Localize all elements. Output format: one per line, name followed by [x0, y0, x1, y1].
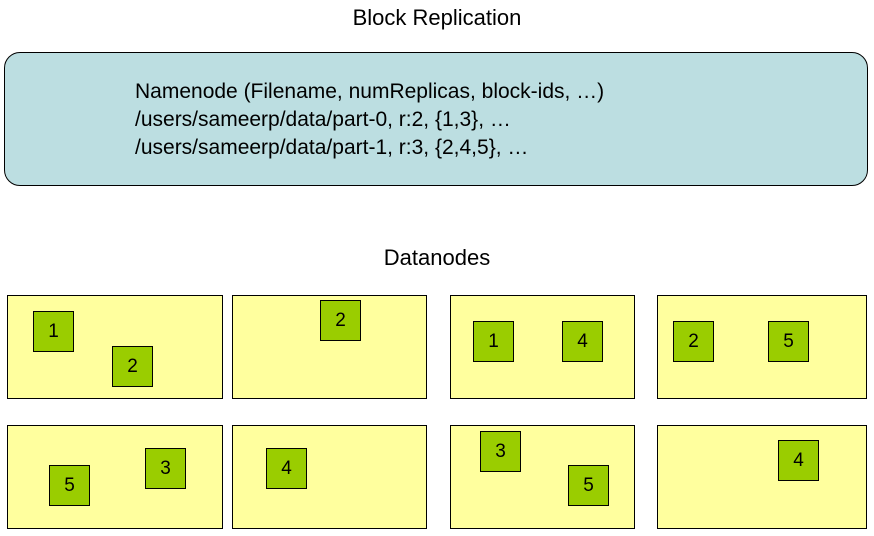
namenode-metadata-text: Namenode (Filename, numReplicas, block-i…	[135, 78, 604, 162]
namenode-line-1: Namenode (Filename, numReplicas, block-i…	[135, 80, 605, 103]
datanode-5	[7, 425, 223, 529]
data-block: 5	[568, 465, 609, 506]
data-block: 2	[112, 346, 153, 387]
datanode-8	[657, 425, 867, 529]
data-block: 2	[673, 321, 714, 362]
data-block: 5	[49, 465, 90, 506]
data-block: 4	[562, 321, 603, 362]
namenode-line-3: /users/sameerp/data/part-1, r:3, {2,4,5}…	[135, 136, 529, 159]
namenode-line-2: /users/sameerp/data/part-0, r:2, {1,3}, …	[135, 108, 511, 131]
data-block: 2	[320, 300, 361, 341]
data-block: 4	[266, 448, 307, 489]
data-block: 4	[778, 440, 819, 481]
page-title: Block Replication	[352, 5, 522, 30]
data-block: 3	[480, 431, 521, 472]
datanodes-section-label: Datanodes	[383, 245, 491, 270]
data-block: 5	[768, 321, 809, 362]
datanode-6	[232, 425, 427, 529]
data-block: 3	[145, 448, 186, 489]
data-block: 1	[33, 311, 74, 352]
data-block: 1	[473, 321, 514, 362]
namenode-box	[4, 52, 868, 186]
